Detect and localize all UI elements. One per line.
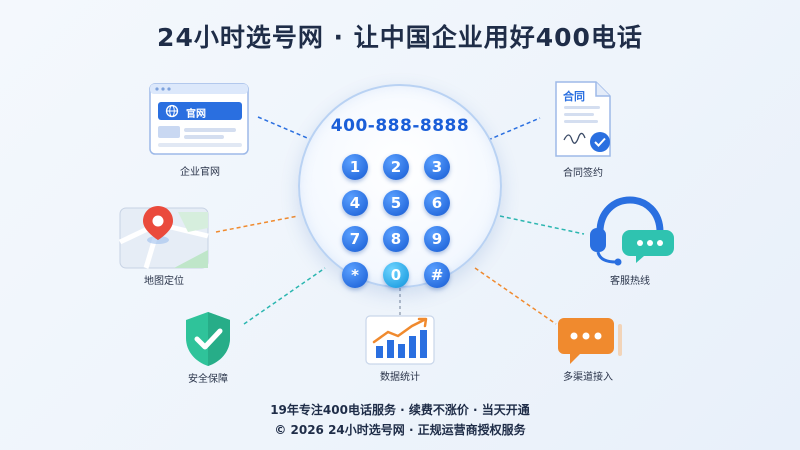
connector-channels <box>474 267 557 325</box>
key-2[interactable]: 2 <box>383 154 409 180</box>
phone-number: 400-888-8888 <box>330 116 470 136</box>
feature-website: 官网 企业官网 <box>148 82 252 178</box>
headset-icon <box>590 196 674 266</box>
shield-check-icon <box>186 312 230 366</box>
feature-contract: 合同 合同签约 <box>548 80 618 179</box>
feature-stats: 数据统计 <box>362 314 438 386</box>
contract-icon <box>555 81 611 157</box>
key-0[interactable]: 0 <box>383 262 409 288</box>
key-8[interactable]: 8 <box>383 226 409 252</box>
feature-service: 客服热线 <box>584 192 676 288</box>
key-9[interactable]: 9 <box>424 226 450 252</box>
key-5[interactable]: 5 <box>383 190 409 216</box>
feature-channels: 多渠道接入 <box>552 314 624 386</box>
key-7[interactable]: 7 <box>342 226 368 252</box>
connector-contract <box>487 117 541 141</box>
map-pin-icon <box>118 206 209 269</box>
key-hash[interactable]: # <box>424 262 450 288</box>
keypad: 1 2 3 4 5 6 7 8 9 * 0 # <box>342 154 462 288</box>
service-label: 客服热线 <box>610 276 650 287</box>
website-label: 企业官网 <box>180 167 220 178</box>
feature-map: 地图定位 <box>118 202 210 290</box>
security-label: 安全保障 <box>188 374 228 385</box>
stats-label: 数据统计 <box>380 372 420 383</box>
map-label: 地图定位 <box>144 276 184 287</box>
connector-map <box>215 215 299 233</box>
contract-label: 合同签约 <box>563 168 603 179</box>
website-badge: 官网 <box>186 109 206 120</box>
key-4[interactable]: 4 <box>342 190 368 216</box>
website-icon <box>149 83 249 155</box>
page-title: 24小时选号网 · 让中国企业用好400电话 <box>157 23 643 52</box>
feature-security: 安全保障 <box>170 310 246 386</box>
footer-copyright: © 2026 24小时选号网 · 正规运营商授权服务 <box>274 423 526 437</box>
key-3[interactable]: 3 <box>424 154 450 180</box>
connector-website <box>257 116 313 141</box>
chat-bubble-icon <box>558 318 622 364</box>
contract-badge: 合同 <box>563 90 585 103</box>
connector-security <box>243 267 326 325</box>
key-star[interactable]: * <box>342 262 368 288</box>
dial-pad: 400-888-8888 1 2 3 4 5 6 7 8 9 * 0 # <box>298 84 502 288</box>
bar-chart-icon <box>365 315 435 365</box>
key-6[interactable]: 6 <box>424 190 450 216</box>
footer-tagline: 19年专注400电话服务 · 续费不涨价 · 当天开通 <box>270 403 530 417</box>
connector-service <box>499 215 585 235</box>
key-1[interactable]: 1 <box>342 154 368 180</box>
channels-label: 多渠道接入 <box>563 372 613 383</box>
